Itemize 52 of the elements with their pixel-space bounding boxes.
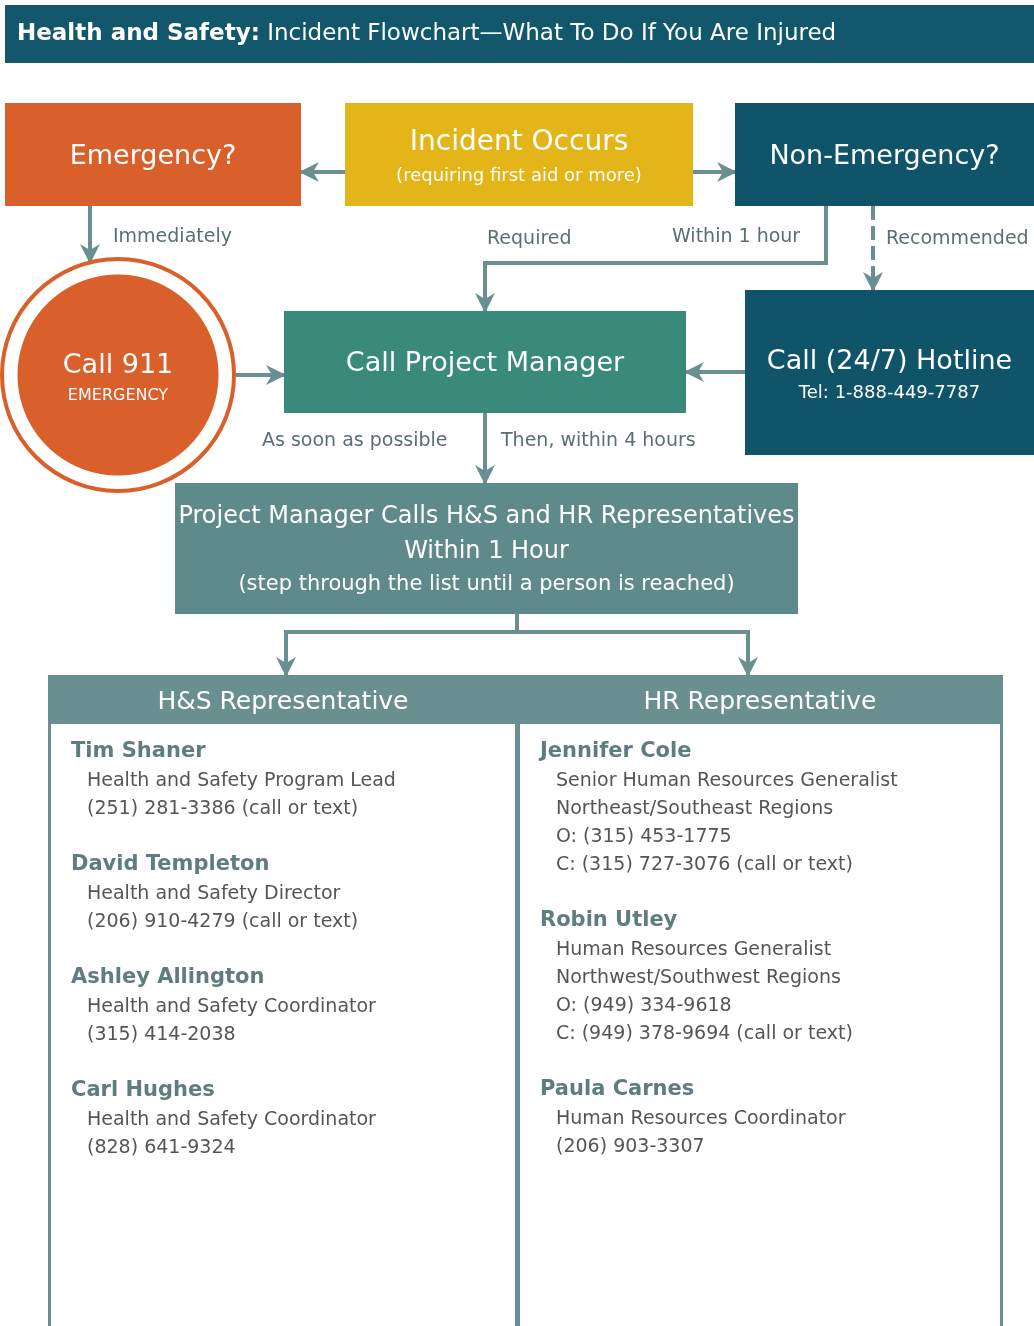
arrow <box>693 162 737 182</box>
contact-name: Tim Shaner <box>71 738 207 762</box>
contact-detail: (315) 414-2038 <box>87 1022 237 1044</box>
contact-name: Robin Utley <box>540 907 679 931</box>
contact-detail: Northwest/Southwest Regions <box>556 965 842 987</box>
contact-panel <box>48 675 518 1326</box>
node-title: Call 911 <box>62 346 174 381</box>
decision-box <box>5 103 301 206</box>
node-subtitle: (step through the list until a person is reached) <box>238 570 735 598</box>
contact-name: Carl Hughes <box>71 1077 216 1101</box>
arrow <box>236 365 286 385</box>
contact-detail: Human Resources Generalist <box>556 937 833 959</box>
node-title: Project Manager Calls H&S and HR Representatives Within 1 Hour <box>177 500 796 567</box>
contact-name: Jennifer Cole <box>540 738 693 762</box>
contact-name: David Templeton <box>71 851 271 875</box>
contact-detail: Health and Safety Director <box>87 881 342 903</box>
node-title: Emergency? <box>69 137 237 172</box>
contact-detail: O: (949) 334-9618 <box>556 993 733 1015</box>
contact-detail: Northeast/Southeast Regions <box>556 796 835 818</box>
contact-detail: C: (315) 727-3076 (call or text) <box>556 852 854 874</box>
contact-detail: Health and Safety Program Lead <box>87 768 397 790</box>
node-subtitle: (requiring first aid or more) <box>396 162 642 187</box>
node-subtitle: Tel: 1-888-449-7787 <box>798 380 981 404</box>
arrow <box>863 206 883 292</box>
node-title: Non-Emergency? <box>769 137 1000 172</box>
contact-detail: C: (949) 378-9694 (call or text) <box>556 1021 854 1043</box>
contact-detail: (206) 910-4279 (call or text) <box>87 909 360 931</box>
node-title: Incident Occurs <box>409 123 629 160</box>
node-title: Call (24/7) Hotline <box>766 342 1013 377</box>
process-box <box>345 103 693 206</box>
contact-detail: (828) 641-9324 <box>87 1135 237 1157</box>
contact-detail: Health and Safety Coordinator <box>87 1107 377 1129</box>
process-box <box>175 483 798 614</box>
contact-detail: Health and Safety Coordinator <box>87 994 377 1016</box>
title-bar: Health and Safety: Incident Flowchart—What To Do If You Are Injured <box>5 5 1034 63</box>
hotline-box <box>745 290 1034 455</box>
process-box <box>284 311 686 413</box>
contact-detail: (251) 281-3386 (call or text) <box>87 796 360 818</box>
contact-name: Ashley Allington <box>71 964 266 988</box>
arrow <box>475 206 828 313</box>
decision-box <box>735 103 1034 206</box>
panel-header: HR Representative <box>520 678 1000 724</box>
node-title: Call Project Manager <box>345 345 625 380</box>
panel-header: H&S Representative <box>51 678 515 724</box>
contact-detail: (206) 903-3307 <box>556 1134 706 1156</box>
contact-name: Paula Carnes <box>540 1076 696 1100</box>
node-subtitle: EMERGENCY <box>67 383 169 406</box>
contact-detail: Senior Human Resources Generalist <box>556 768 899 790</box>
contact-detail: Human Resources Coordinator <box>556 1106 847 1128</box>
contact-detail: O: (315) 453-1775 <box>556 824 733 846</box>
arrow <box>475 413 495 485</box>
contact-panel <box>517 675 1003 1326</box>
